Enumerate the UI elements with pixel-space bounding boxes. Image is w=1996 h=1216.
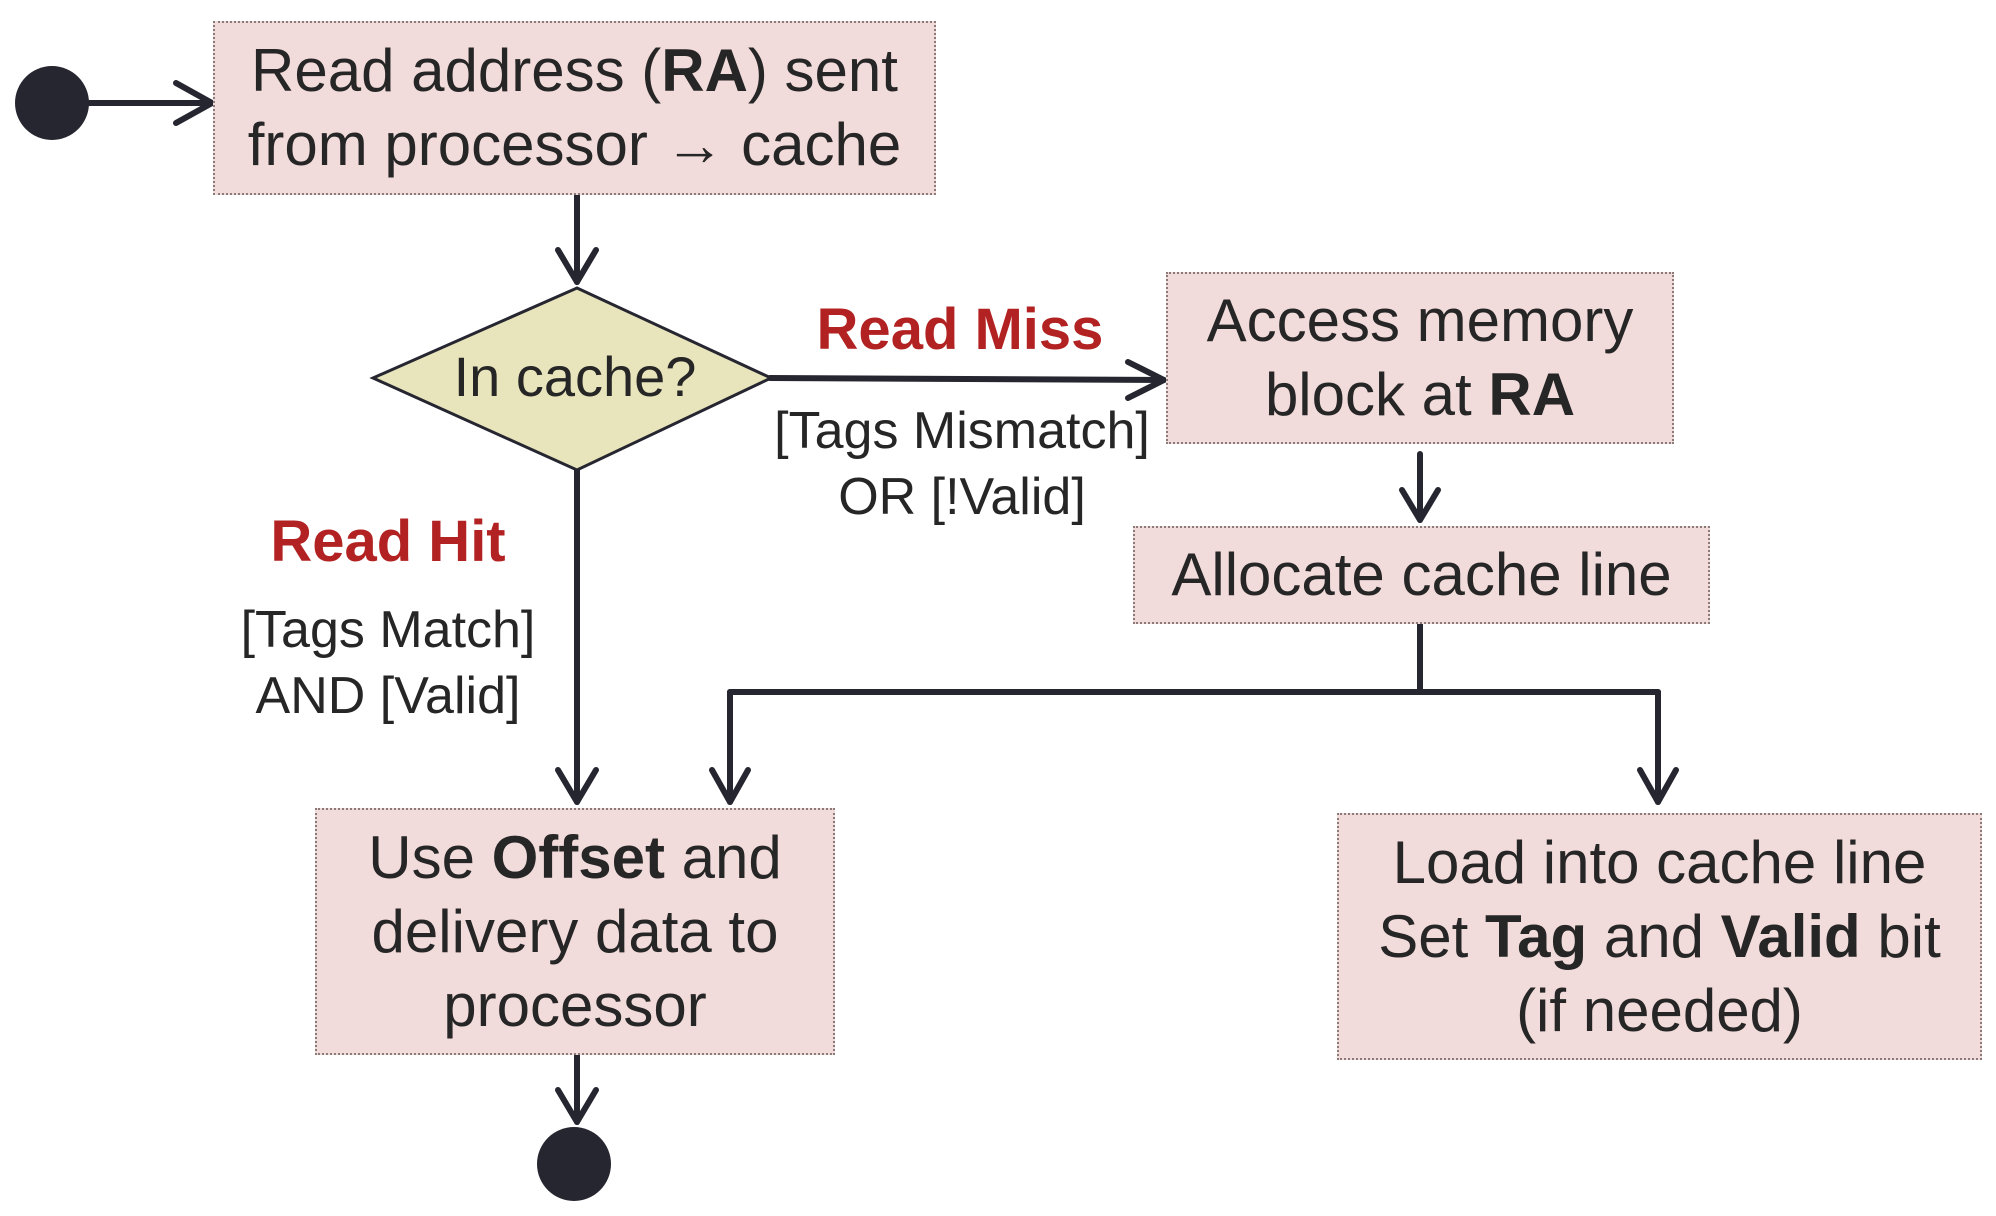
arrowhead-fork-offset [709,767,751,805]
use-offset-line3: processor [443,971,707,1039]
decision-diamond [369,286,775,472]
hit-condition-1: [Tags Match] [240,601,536,659]
access-memory-line2: block at RA [1265,358,1575,432]
allocate-label: Allocate cache line [1171,541,1672,608]
access-memory-text-a: block at [1264,361,1489,428]
access-memory-line1: Access memory [1206,287,1634,354]
load-line-tag: Tag [1484,902,1588,970]
arrowhead-decision [555,247,599,285]
use-offset-text-c: and [664,823,782,891]
load-line-text-a: Set [1378,902,1485,970]
use-offset-box: Use Offset and delivery data to processo… [315,808,835,1055]
hit-condition-2: AND [Valid] [255,667,521,725]
allocate-box: Allocate cache line [1133,526,1710,624]
arrowhead-end [555,1087,599,1125]
miss-condition-1: [Tags Mismatch] [774,402,1150,460]
read-address-text-c: ) sent [747,37,898,104]
load-line-line3: (if needed) [1516,976,1803,1044]
miss-condition-2: OR [!Valid] [838,468,1086,526]
arrowhead-start [173,80,215,126]
load-line-text-e: bit [1860,902,1941,970]
arrowhead-allocate [1399,487,1441,523]
end-node-icon [537,1127,611,1201]
read-address-line2: from processor → cache [247,111,902,178]
use-offset-text-a: Use [368,823,492,891]
edge-miss [767,375,1167,383]
access-memory-box: Access memory block at RA [1166,272,1674,444]
decision-label: In cache? [453,345,697,408]
load-line-line2: Set Tag and Valid bit [1378,900,1941,974]
start-node-icon [15,66,89,140]
read-address-box: Read address (RA) sent from processor → … [213,21,936,195]
read-miss-label: Read Miss [816,297,1104,362]
read-hit-label: Read Hit [270,509,506,574]
load-line-text-c: and [1587,902,1721,970]
load-line-valid: Valid [1720,902,1861,970]
read-address-text-a: Read address ( [251,37,662,104]
load-line-line1: Load into cache line [1392,828,1927,896]
arrowhead-miss [1125,359,1167,401]
arrowhead-fork-load [1637,767,1679,805]
use-offset-offset: Offset [491,823,665,891]
access-memory-ra: RA [1488,361,1576,428]
use-offset-line2: delivery data to [371,897,779,965]
read-address-line1: Read address (RA) sent [251,34,898,108]
use-offset-line1: Use Offset and [368,821,782,895]
read-address-ra: RA [661,37,748,104]
arrowhead-hit [555,767,599,805]
load-line-box: Load into cache line Set Tag and Valid b… [1337,813,1982,1060]
